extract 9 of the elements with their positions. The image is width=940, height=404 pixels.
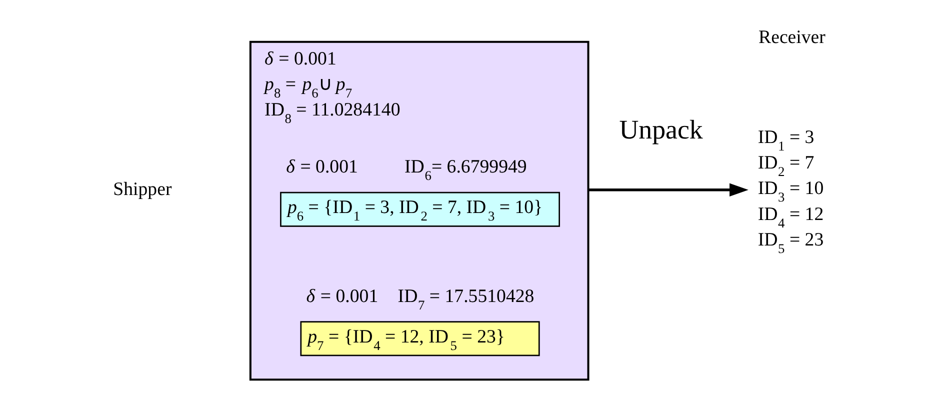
node-label: ID$_{6}$= 6.6799949 xyxy=(404,156,526,184)
label: Receiver xyxy=(758,26,825,48)
arrow xyxy=(588,183,748,196)
label: Shipper xyxy=(112,178,172,200)
node-label: ID$_{7}$ = 17.5510428 xyxy=(397,286,534,312)
node-text: ID$_{1}$ = 3 ID$_{2}$ = 7 ID$_{3}$ = 10 ID$_{4}$ = 12 ID$_{5}$ = 23 xyxy=(757,127,824,256)
edge-label: Unpack xyxy=(618,114,702,145)
node-label: δ = 0.001 xyxy=(286,156,358,178)
node-label: δ = 0.001 xyxy=(306,286,378,307)
